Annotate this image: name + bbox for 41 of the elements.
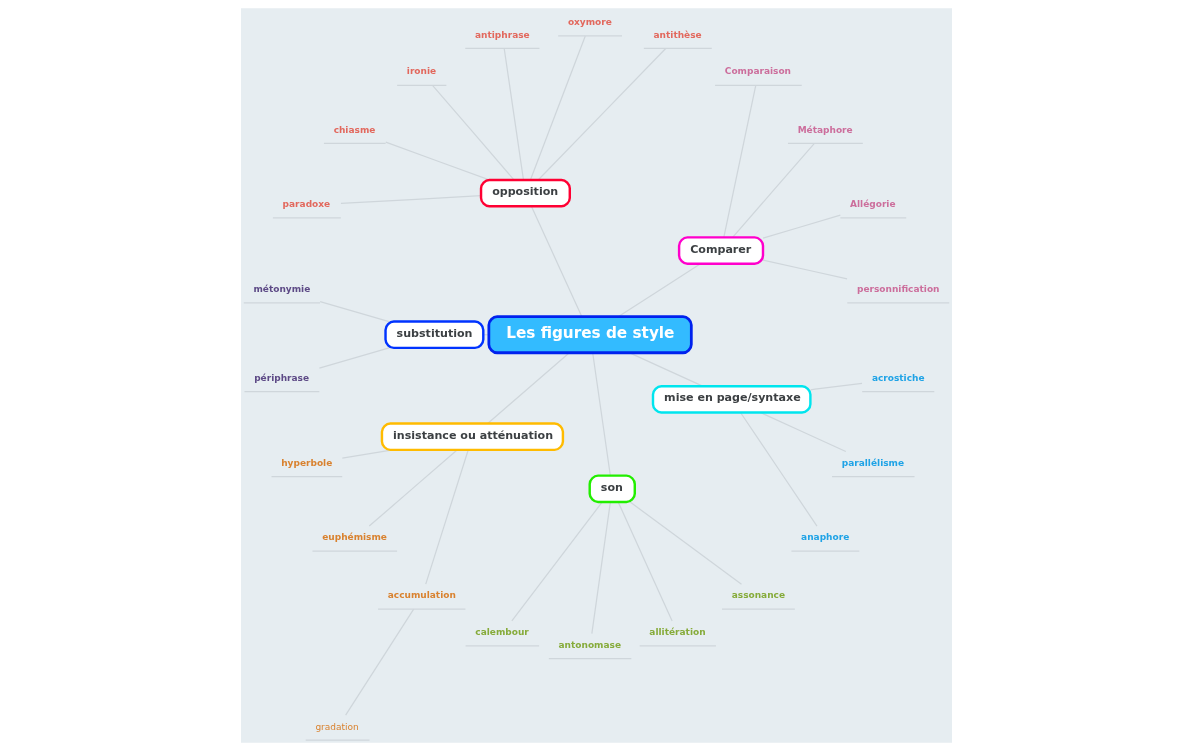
connector <box>761 214 841 239</box>
node-text: anaphore <box>800 532 849 543</box>
node-text: chiasme <box>333 124 375 135</box>
connector <box>809 382 863 391</box>
node-text: Métaphore <box>797 124 853 135</box>
node-text: allitération <box>648 627 706 638</box>
node-box: substitution <box>383 320 484 350</box>
node-text: gradation <box>314 721 359 732</box>
node-text: acrostiche <box>871 372 925 383</box>
connector <box>424 449 469 585</box>
connector <box>629 501 742 585</box>
node-box: opposition <box>479 178 571 208</box>
connector <box>761 259 848 280</box>
node-text: parallélisme <box>841 457 904 468</box>
node-text: Allégorie <box>849 199 896 210</box>
node-box: insistance ou atténuation <box>380 422 564 452</box>
node-text: périphrase <box>253 372 309 383</box>
node-text: hyperbole <box>280 457 332 468</box>
node-text: accumulation <box>387 590 456 601</box>
node-box: mise en page/syntaxe <box>651 385 812 414</box>
node-text: métonymie <box>252 284 310 295</box>
node-box: Comparer <box>677 236 764 265</box>
node-text: antithèse <box>653 29 702 40</box>
connector <box>368 449 458 527</box>
connector <box>739 412 818 527</box>
node-text: euphémisme <box>321 532 387 543</box>
node-text: assonance <box>731 590 785 601</box>
node-box: Les figures de style <box>486 315 693 355</box>
connector <box>319 300 390 323</box>
node-text: Comparaison <box>724 66 791 77</box>
node-text: antonomase <box>558 639 621 650</box>
node-box: son <box>588 474 636 504</box>
node-text: ironie <box>406 66 436 77</box>
node-text: calembour <box>474 627 529 638</box>
node-text: personnification <box>856 284 939 295</box>
connector <box>318 347 390 369</box>
connector <box>722 84 756 238</box>
node-text: antiphrase <box>474 29 530 40</box>
node-text: oxymore <box>567 17 612 28</box>
node-text: paradoxe <box>282 199 330 210</box>
connector <box>731 142 815 238</box>
